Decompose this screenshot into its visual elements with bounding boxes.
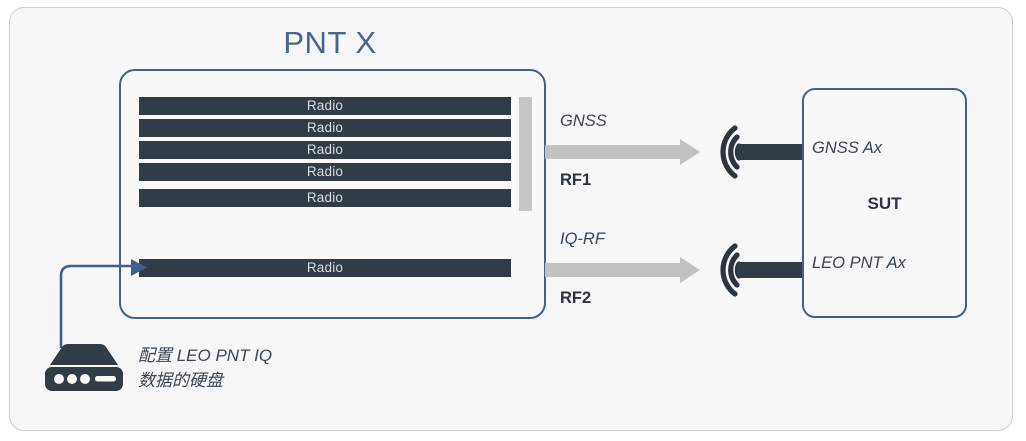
signal-label-iq-rf: IQ-RF (560, 230, 605, 248)
port-label-rf2: RF2 (560, 289, 592, 307)
rf1-arrow (545, 139, 700, 165)
radio-bar: Radio (139, 141, 511, 159)
storage-caption-line2: 数据的硬盘 (138, 371, 223, 390)
radio-bar: Radio (139, 163, 511, 181)
rf2-arrow-head (680, 257, 700, 283)
radio-bar: Radio (139, 119, 511, 137)
rf1-arrow-shaft (545, 145, 680, 159)
radio-combiner-bus (519, 97, 532, 211)
storage-caption: 配置 LEO PNT IQ 数据的硬盘 (138, 343, 272, 393)
rf1-arrow-head (680, 139, 700, 165)
signal-label-gnss: GNSS (560, 112, 607, 130)
radio-bar: Radio (139, 97, 511, 115)
rf2-arrow (545, 257, 700, 283)
pntx-title: PNT X (283, 25, 377, 60)
storage-caption-line1: 配置 LEO PNT IQ (138, 346, 273, 365)
antenna-feed-leo-pnt (737, 262, 805, 278)
rf2-arrow-shaft (545, 263, 680, 277)
hard-disk-icon (36, 341, 132, 393)
port-label-rf1: RF1 (560, 171, 592, 189)
sut-port-leo-pnt: LEO PNT Ax (812, 254, 906, 272)
sut-title: SUT (867, 194, 902, 213)
sut-box (802, 88, 967, 318)
iq-radio-bar: Radio (139, 259, 511, 277)
radio-bar: Radio (139, 189, 511, 207)
sut-port-gnss: GNSS Ax (812, 139, 882, 157)
antenna-feed-gnss (737, 144, 805, 160)
